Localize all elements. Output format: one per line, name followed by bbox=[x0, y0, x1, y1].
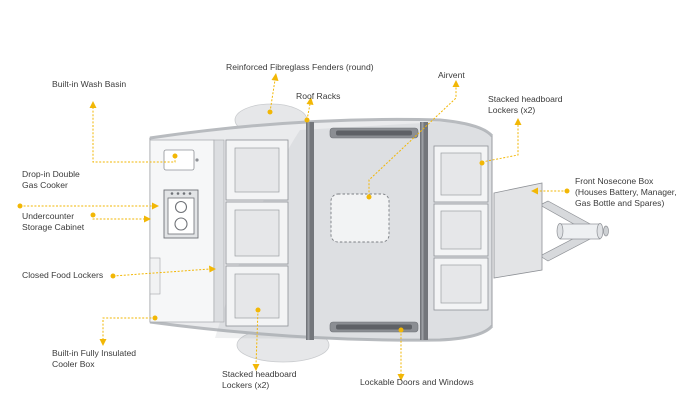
label-closed-food-lockers: Closed Food Lockers bbox=[22, 270, 103, 281]
label-line: Built-in Fully Insulated bbox=[52, 348, 137, 358]
cooler-box bbox=[149, 257, 161, 295]
label-line: Built-in Wash Basin bbox=[52, 79, 127, 89]
label-line: Gas Bottle and Spares) bbox=[575, 198, 665, 208]
label-line: Front Nosecone Box bbox=[575, 176, 654, 186]
label-line: Drop-in Double bbox=[22, 169, 80, 179]
label-line: Lockers (x2) bbox=[488, 105, 536, 115]
wash-basin bbox=[163, 149, 199, 171]
label-front-nosecone-box: Front Nosecone Box (Houses Battery, Mana… bbox=[575, 176, 677, 209]
label-line: Lockable Doors and Windows bbox=[360, 377, 474, 387]
label-line: Stacked headboard bbox=[222, 369, 297, 379]
label-line: Cooler Box bbox=[52, 359, 95, 369]
label-line: Stacked headboard bbox=[488, 94, 563, 104]
rear-lockers bbox=[225, 139, 289, 327]
label-line: Roof Racks bbox=[296, 91, 341, 101]
callout-lines bbox=[20, 79, 567, 375]
label-line: Reinforced Fibreglass Fenders (round) bbox=[226, 62, 374, 72]
airvent bbox=[330, 193, 390, 243]
label-roof-racks: Roof Racks bbox=[296, 91, 340, 102]
label-undercounter-cabinet: Undercounter Storage Cabinet bbox=[22, 211, 84, 233]
label-line: Airvent bbox=[438, 70, 465, 80]
label-line: Closed Food Lockers bbox=[22, 270, 104, 280]
front-lockers bbox=[433, 145, 489, 311]
label-airvent: Airvent bbox=[438, 70, 465, 81]
label-reinforced-fenders: Reinforced Fibreglass Fenders (round) bbox=[226, 62, 374, 73]
label-cooler-box: Built-in Fully Insulated Cooler Box bbox=[52, 348, 136, 370]
drawbar bbox=[539, 200, 609, 262]
label-stacked-lockers-bottom: Stacked headboard Lockers (x2) bbox=[222, 369, 297, 391]
callout-arrowheads bbox=[89, 73, 538, 381]
callout-dots bbox=[17, 109, 570, 333]
label-line: (Houses Battery, Manager, bbox=[575, 187, 677, 197]
label-line: Undercounter bbox=[22, 211, 75, 221]
label-line: Gas Cooker bbox=[22, 180, 68, 190]
label-built-in-wash-basin: Built-in Wash Basin bbox=[52, 79, 126, 90]
roof-racks bbox=[306, 122, 428, 340]
label-lockable-doors: Lockable Doors and Windows bbox=[360, 377, 474, 388]
label-drop-in-gas-cooker: Drop-in Double Gas Cooker bbox=[22, 169, 80, 191]
label-stacked-lockers-top: Stacked headboard Lockers (x2) bbox=[488, 94, 563, 116]
nosecone-box bbox=[493, 182, 543, 279]
gas-cooker bbox=[163, 189, 199, 239]
label-line: Lockers (x2) bbox=[222, 380, 270, 390]
label-line: Storage Cabinet bbox=[22, 222, 85, 232]
